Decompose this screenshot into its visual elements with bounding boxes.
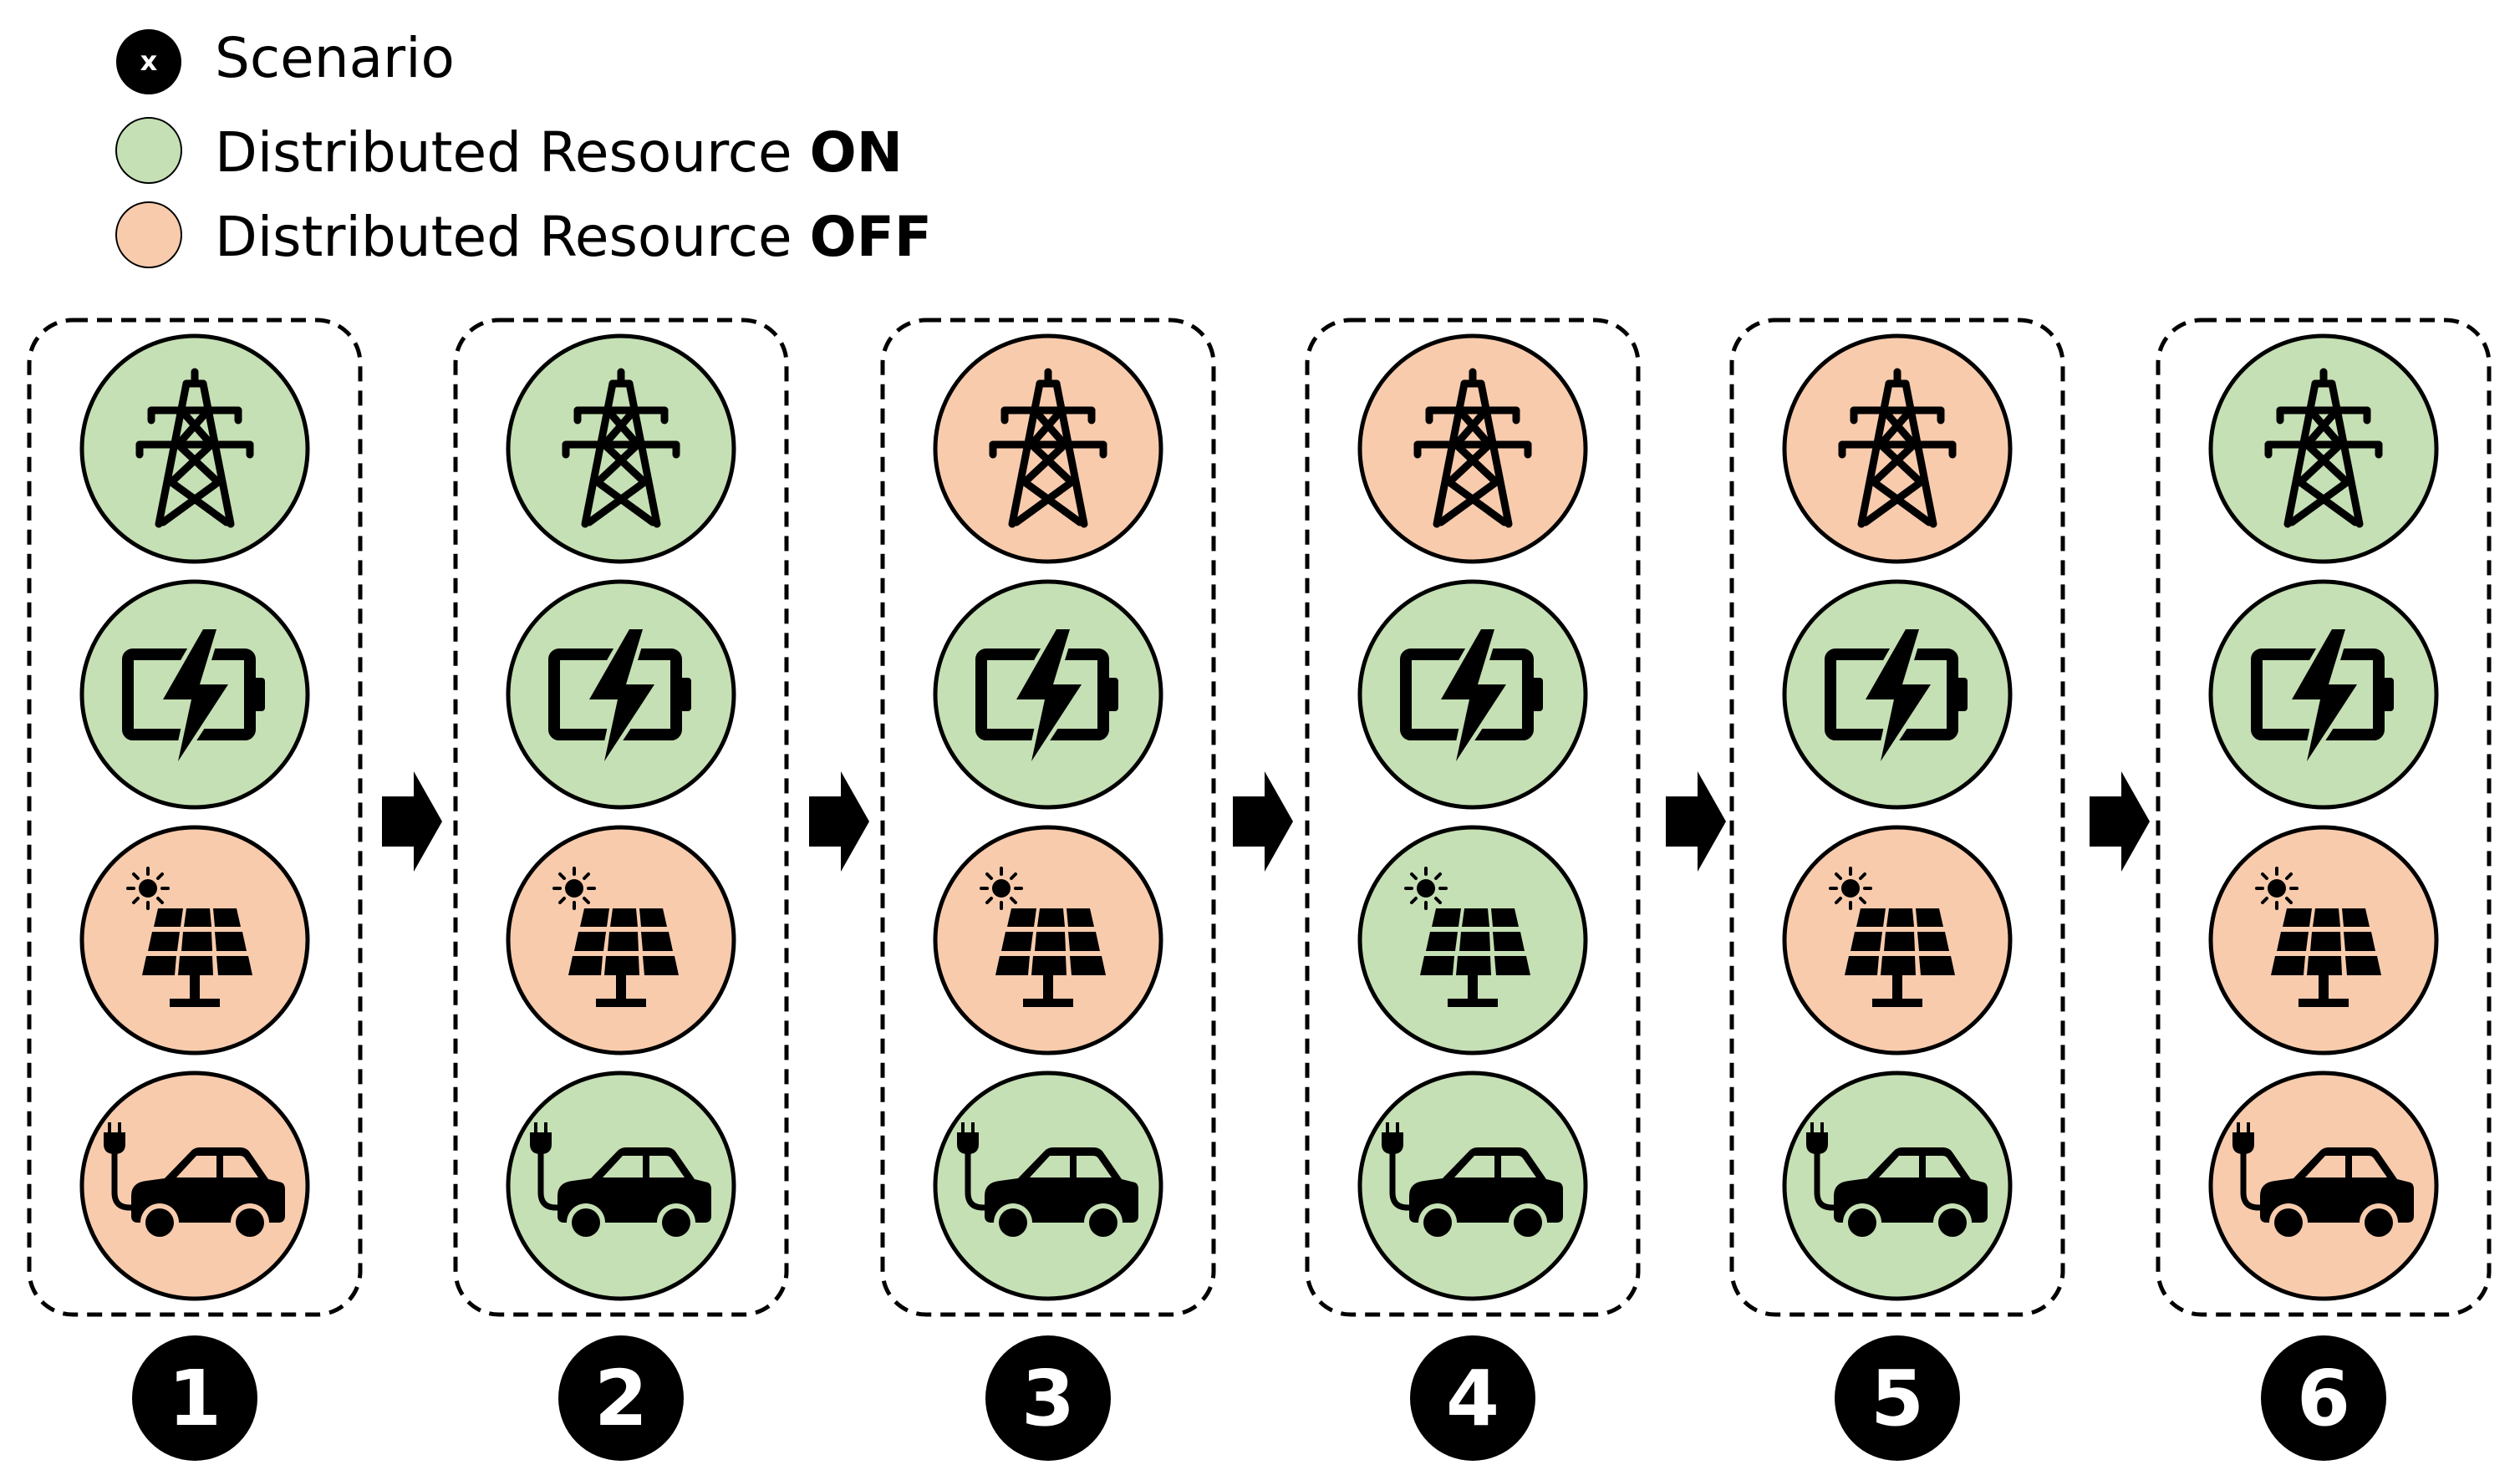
scenario-number: 3 — [1021, 1354, 1075, 1443]
legend-off-label: Distributed Resource OFF — [215, 205, 932, 269]
scenario-number-badge — [985, 1335, 1111, 1461]
solar-panel-resource-off — [79, 825, 310, 1055]
grid-tower-resource-on — [79, 333, 310, 564]
scenario-frame — [1729, 318, 2065, 1317]
legend-off-entry: Distributed Resource OFF — [115, 201, 932, 269]
scenario-2: 2 — [453, 318, 789, 1461]
legend-on-state: ON — [810, 120, 903, 185]
scenario-number: 2 — [594, 1354, 648, 1443]
legend-on-resource: Distributed Resource — [215, 120, 792, 185]
scenario-marker-icon — [116, 29, 181, 94]
arrow-right-icon — [1666, 771, 1726, 872]
scenario-number: 1 — [168, 1354, 221, 1443]
ev-charging-resource-off — [79, 1071, 310, 1301]
resource-status-circle — [1782, 333, 2013, 564]
battery-resource-on — [933, 579, 1163, 810]
grid-tower-resource-off — [1357, 333, 1588, 564]
resource-status-circle — [79, 333, 310, 564]
ev-charging-resource-on — [1782, 1071, 2013, 1301]
scenario-frame — [2156, 318, 2492, 1317]
solar-panel-resource-off — [1782, 825, 2013, 1055]
scenario-4: 4 — [1305, 318, 1641, 1461]
resource-status-circle — [1357, 333, 1588, 564]
arrow-right-icon — [2090, 771, 2150, 872]
legend-off-resource: Distributed Resource — [215, 205, 792, 269]
scenario-1: 1 — [27, 318, 363, 1461]
solar-panel-resource-off — [933, 825, 1163, 1055]
scenario-number-badge — [2261, 1335, 2386, 1461]
battery-resource-on — [2208, 579, 2439, 810]
grid-tower-resource-on — [506, 333, 736, 564]
scenario-number: 6 — [2297, 1354, 2350, 1443]
solar-panel-resource-off — [2208, 825, 2439, 1055]
resource-status-circle — [506, 333, 736, 564]
scenario-frame — [27, 318, 363, 1317]
on-swatch-icon — [115, 117, 182, 184]
scenario-6: 6 — [2156, 318, 2492, 1461]
legend-off-state: OFF — [810, 205, 932, 269]
arrow-right-icon — [809, 771, 869, 872]
scenario-number: 5 — [1871, 1354, 1924, 1443]
ev-charging-resource-on — [1357, 1071, 1588, 1301]
arrow-right-icon — [382, 771, 442, 872]
scenario-5: 5 — [1729, 318, 2065, 1461]
grid-tower-resource-off — [1782, 333, 2013, 564]
scenario-frame — [453, 318, 789, 1317]
ev-charging-resource-off — [2208, 1071, 2439, 1301]
resource-status-circle — [2208, 333, 2439, 564]
legend-scenario-entry: x Scenario — [116, 26, 455, 94]
scenario-columns: 1 2 3 4 5 6 — [27, 318, 2492, 1461]
legend-scenario-label: Scenario — [215, 26, 455, 90]
solar-panel-resource-off — [506, 825, 736, 1055]
legend-on-label: Distributed Resource ON — [215, 120, 903, 185]
ev-charging-resource-on — [933, 1071, 1163, 1301]
scenario-number: 4 — [1446, 1354, 1499, 1443]
scenario-number-badge — [132, 1335, 257, 1461]
scenario-3: 3 — [880, 318, 1216, 1461]
battery-resource-on — [1782, 579, 2013, 810]
arrow-right-icon — [1233, 771, 1293, 872]
scenario-frame — [880, 318, 1216, 1317]
grid-tower-resource-off — [933, 333, 1163, 564]
off-swatch-icon — [115, 201, 182, 268]
scenario-number-badge — [1835, 1335, 1960, 1461]
battery-resource-on — [1357, 579, 1588, 810]
legend-on-entry: Distributed Resource ON — [115, 117, 903, 185]
ev-charging-resource-on — [506, 1071, 736, 1301]
legend: x Scenario Distributed Resource ON Distr… — [115, 26, 932, 269]
scenario-marker-label: x — [140, 45, 158, 77]
grid-tower-resource-on — [2208, 333, 2439, 564]
scenario-frame — [1305, 318, 1641, 1317]
resource-status-circle — [933, 333, 1163, 564]
battery-resource-on — [506, 579, 736, 810]
scenario-number-badge — [1410, 1335, 1535, 1461]
battery-resource-on — [79, 579, 310, 810]
solar-panel-resource-on — [1357, 825, 1588, 1055]
scenario-number-badge — [558, 1335, 684, 1461]
